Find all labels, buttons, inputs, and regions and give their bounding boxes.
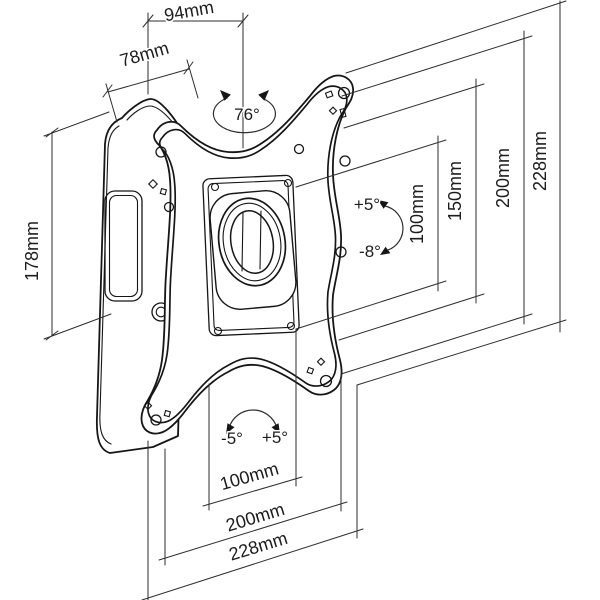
dim-bottom-228mm	[141, 384, 364, 600]
wall-bracket-edge-line	[99, 125, 120, 445]
dim-178mm-label: 178mm	[22, 221, 42, 281]
dim-78mm-label: 78mm	[118, 38, 172, 71]
plate-decor-square	[306, 366, 315, 375]
rotate-arc	[226, 409, 280, 434]
frame-screw-hole	[286, 321, 296, 331]
arrowhead-down-icon	[380, 246, 391, 255]
plate-hole	[335, 246, 347, 258]
plate-decor-square	[163, 409, 172, 418]
plate-hole	[150, 414, 162, 426]
dim-bottom-100mm	[202, 328, 303, 511]
plate-hole	[337, 86, 351, 100]
dim-78mm	[102, 59, 199, 123]
tilt-up-label: +5°	[354, 195, 380, 214]
central-hub	[209, 190, 297, 310]
dim-right-100mm-label: 100mm	[407, 184, 427, 244]
dim-94mm	[142, 12, 249, 149]
plate-hole	[163, 201, 175, 213]
hub-bore	[229, 210, 275, 274]
dimension-lines	[43, 0, 567, 600]
dim-right-150mm-label: 150mm	[445, 161, 465, 221]
tilt-arc	[378, 200, 404, 255]
hub-bore-walls	[241, 210, 262, 272]
plate-hole	[155, 146, 167, 158]
arrowhead-left-icon	[220, 90, 231, 101]
dim-right-200mm-label: 200mm	[493, 148, 513, 208]
tilt-down-label: -8°	[359, 242, 381, 261]
hub-ring-outer	[217, 197, 287, 287]
angle-annotations	[212, 90, 404, 434]
dim-178mm	[43, 111, 112, 341]
plate-corner-holes	[143, 86, 351, 426]
arrowhead-right-icon	[271, 423, 280, 434]
plate-decor-diamond	[143, 401, 153, 411]
dim-right-228mm	[345, 0, 567, 386]
vesa-plate	[140, 74, 355, 435]
dim-right-150mm	[338, 78, 485, 341]
frame-screw-hole	[283, 178, 293, 188]
arrowhead-right-icon	[258, 90, 269, 101]
plate-hole	[319, 374, 333, 388]
plate-decor-square	[324, 90, 334, 99]
dim-bottom-100mm-label: 100mm	[218, 458, 281, 494]
dim-bottom-200mm	[158, 373, 348, 566]
hub-ring-mid	[222, 202, 282, 282]
plate-hole	[293, 143, 305, 155]
dim-right-100mm	[295, 135, 447, 330]
arrowhead-up-icon	[378, 200, 389, 209]
swivel-range-label: 76°	[234, 105, 260, 124]
wall-bracket-recess	[104, 190, 143, 302]
frame-outer	[202, 174, 300, 337]
hub-boss	[209, 190, 297, 310]
plate-hole	[339, 155, 351, 167]
wall-bracket-recess-inner	[108, 194, 139, 298]
dim-right-228mm-label: 228mm	[530, 131, 550, 191]
swivel-arc-76	[212, 90, 277, 134]
plate-decor-diamond	[147, 178, 159, 190]
plate-decor-diamond	[328, 106, 338, 116]
dim-right-200mm	[340, 30, 533, 375]
plate-decor-square	[159, 187, 168, 196]
frame-screw-hole	[210, 182, 220, 192]
plate-decor-diamond	[316, 357, 326, 367]
rotate-left-label: -5°	[221, 429, 243, 448]
frame-screw-hole	[213, 326, 223, 336]
plate-decor-slot	[339, 107, 347, 119]
rotate-right-label: +5°	[262, 428, 288, 447]
arrowhead-left-icon	[226, 423, 235, 434]
